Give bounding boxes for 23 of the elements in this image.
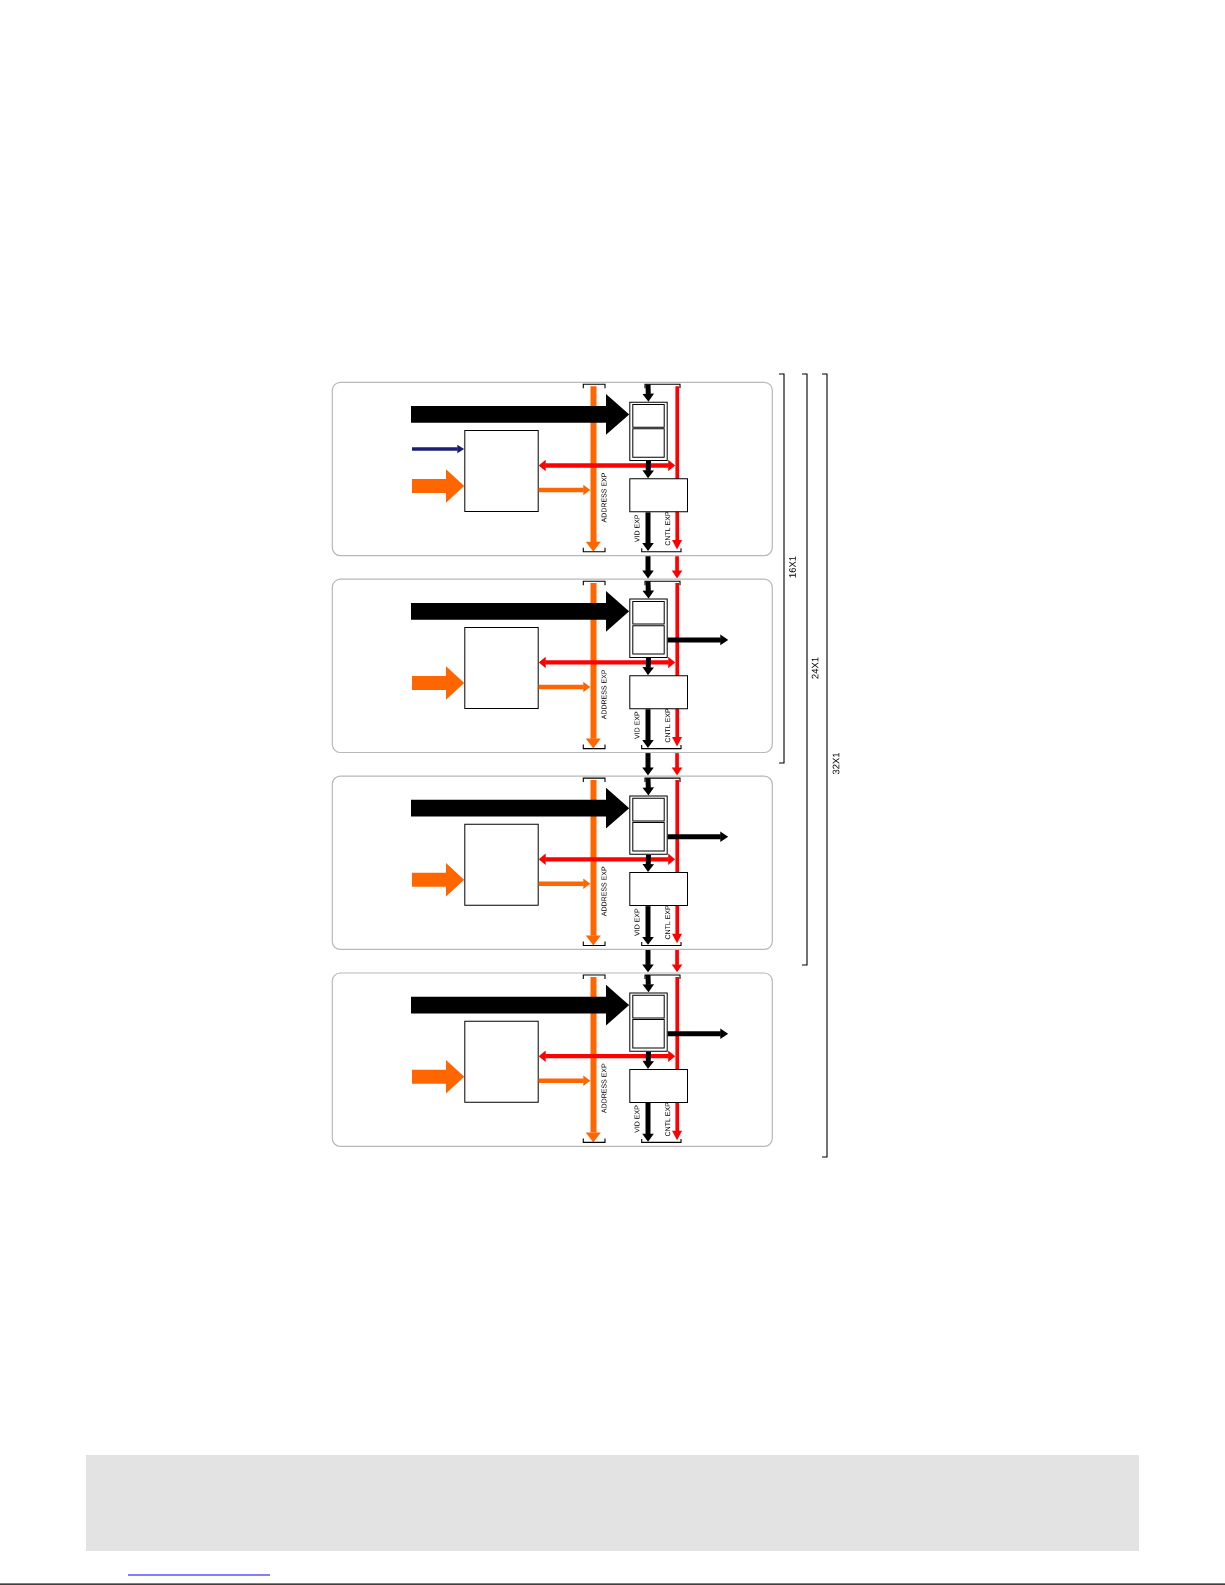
inner-box	[632, 994, 665, 1019]
bus-bar	[585, 583, 601, 749]
block-box	[629, 1069, 688, 1103]
inner-box	[632, 600, 665, 625]
bus-bar	[585, 976, 601, 1143]
block-box	[629, 872, 688, 907]
inner-box	[632, 625, 665, 655]
inner-box	[632, 404, 665, 428]
inner-box	[632, 1019, 665, 1049]
bus-bar	[585, 386, 601, 552]
block-box	[629, 675, 688, 710]
range-label: 24X1	[811, 657, 819, 679]
block-box	[629, 478, 688, 513]
bus-bar	[585, 780, 601, 946]
block-box	[464, 430, 539, 512]
range-label: 16X1	[789, 556, 796, 578]
range-label: 32X1	[832, 752, 840, 775]
inner-box	[632, 822, 665, 852]
inner-box	[632, 428, 665, 458]
block-box	[464, 823, 539, 906]
inner-box	[632, 797, 665, 822]
block-box	[464, 1020, 539, 1103]
block-box	[464, 626, 539, 709]
